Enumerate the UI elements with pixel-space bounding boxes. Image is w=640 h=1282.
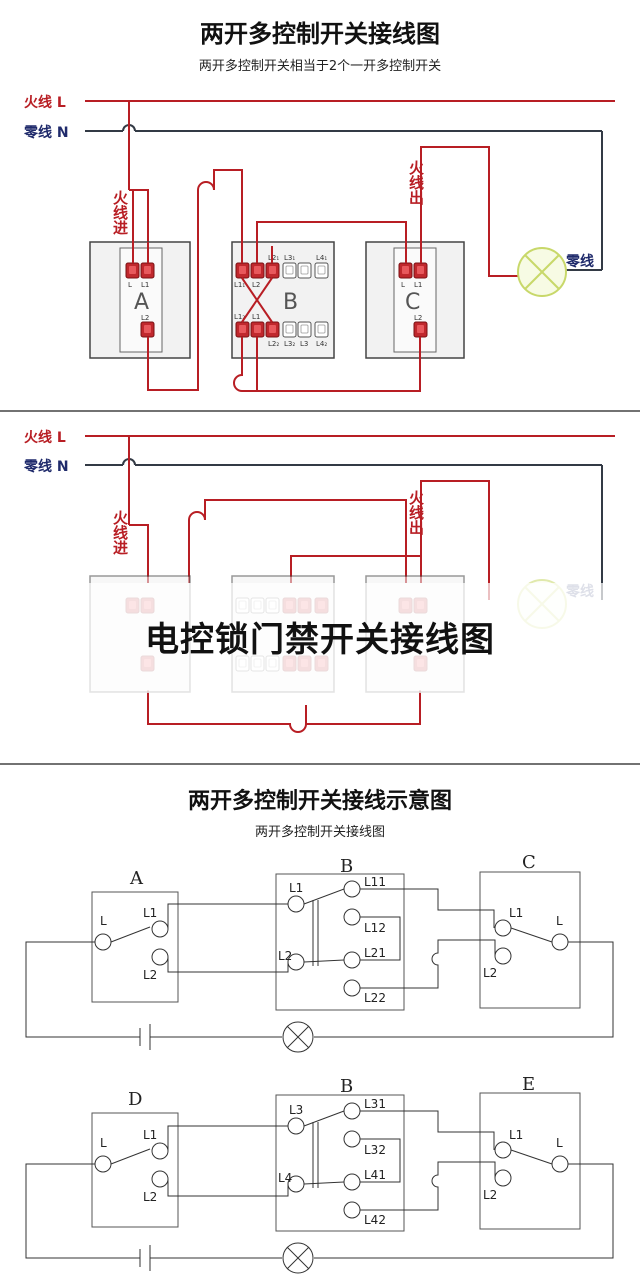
svg-text:L41: L41 <box>364 1168 386 1182</box>
switch-c: L L1 L2 C <box>365 241 465 359</box>
svg-text:L2: L2 <box>143 968 157 982</box>
lamp-icon <box>517 247 567 297</box>
svg-text:火线出: 火线出 <box>407 160 425 206</box>
panel1-subtitle: 两开多控制开关相当于2个一开多控制开关 <box>199 58 441 74</box>
svg-text:L11: L11 <box>364 875 386 889</box>
svg-text:L2₁: L2₁ <box>268 254 279 262</box>
svg-text:L22: L22 <box>364 991 386 1005</box>
panel-3: 两开多控制开关接线示意图 两开多控制开关接线图 A B C L L1 L2 L1… <box>25 788 614 1274</box>
panel-1: 两开多控制开关接线图 两开多控制开关相当于2个一开多控制开关 火线 L 零线 N… <box>0 20 640 412</box>
svg-text:L3₁: L3₁ <box>284 254 295 262</box>
panel1-title: 两开多控制开关接线图 <box>200 20 440 48</box>
panel2-traveler-wires <box>147 480 490 733</box>
svg-text:L21: L21 <box>364 946 386 960</box>
svg-text:D: D <box>128 1089 142 1110</box>
banner-title: 电控锁门禁开关接线图 <box>145 620 495 660</box>
svg-text:L: L <box>556 914 563 928</box>
svg-text:L2: L2 <box>414 314 422 322</box>
svg-text:L4₂: L4₂ <box>316 340 327 348</box>
lamp-neutral-label: 零线 <box>565 253 594 270</box>
live-in-label-2: 火线进 <box>111 510 129 555</box>
live-wire-label: 火线 L <box>24 429 66 446</box>
svg-text:L12: L12 <box>364 921 386 935</box>
panel3-subtitle: 两开多控制开关接线图 <box>255 824 385 840</box>
schematic-bottom: D B E L L1 L2 L3 L4 L31 L32 L41 L42 L1 L… <box>25 1074 614 1274</box>
svg-text:L3₂: L3₂ <box>284 340 295 348</box>
svg-text:L1₁: L1₁ <box>234 281 245 289</box>
svg-text:L1: L1 <box>252 313 260 321</box>
svg-text:L2: L2 <box>141 314 149 322</box>
svg-text:L4₁: L4₁ <box>316 254 327 262</box>
live-out-label: 火线出 <box>407 160 425 206</box>
title-banner <box>0 583 640 693</box>
svg-text:L3: L3 <box>289 1103 303 1117</box>
svg-text:L1: L1 <box>143 906 157 920</box>
panel1-traveler-wires <box>132 146 518 392</box>
svg-text:L2: L2 <box>483 1188 497 1202</box>
svg-text:L1: L1 <box>141 281 149 289</box>
switch-c-letter: C <box>405 290 420 315</box>
svg-text:L3: L3 <box>300 340 308 348</box>
svg-text:L1: L1 <box>509 906 523 920</box>
svg-text:L4: L4 <box>278 1171 292 1185</box>
switch-b: L2₁ L3₁ L4₁ L1₁ L2 L1₂ L1 L2₂ L3₂ L3 L4₂… <box>231 241 335 359</box>
switch-a: L L1 L2 A <box>89 241 191 359</box>
svg-text:L1: L1 <box>143 1128 157 1142</box>
neutral-wire-label: 零线 N <box>23 124 69 141</box>
svg-text:L2₂: L2₂ <box>268 340 279 348</box>
svg-text:L: L <box>128 281 132 289</box>
switch-a-letter: A <box>134 290 149 315</box>
svg-text:L32: L32 <box>364 1143 386 1157</box>
svg-text:L2: L2 <box>143 1190 157 1204</box>
svg-text:L2: L2 <box>252 281 260 289</box>
switch-b-letter: B <box>283 290 298 315</box>
lamp-icon-bottom <box>282 1242 314 1274</box>
svg-text:L1: L1 <box>414 281 422 289</box>
svg-text:火线进: 火线进 <box>111 510 129 555</box>
svg-text:L2: L2 <box>278 949 292 963</box>
svg-text:L: L <box>100 914 107 928</box>
panel3-title: 两开多控制开关接线示意图 <box>188 788 452 814</box>
live-out-label-2: 火线出 <box>407 490 425 536</box>
svg-text:L31: L31 <box>364 1097 386 1111</box>
svg-text:E: E <box>522 1074 535 1095</box>
svg-text:L: L <box>100 1136 107 1150</box>
svg-text:C: C <box>522 852 536 873</box>
svg-text:L2: L2 <box>483 966 497 980</box>
lamp-icon-top <box>282 1021 314 1053</box>
live-in-label: 火线进 <box>111 190 129 235</box>
svg-text:B: B <box>340 856 353 877</box>
svg-text:L42: L42 <box>364 1213 386 1227</box>
svg-text:L: L <box>556 1136 563 1150</box>
svg-text:L1: L1 <box>289 881 303 895</box>
schematic-top: A B C L L1 L2 L1 L2 L11 L12 L21 L22 L1 L… <box>25 852 614 1053</box>
svg-text:火线出: 火线出 <box>407 490 425 536</box>
svg-text:L: L <box>401 281 405 289</box>
svg-text:L1₂: L1₂ <box>234 313 245 321</box>
svg-text:火线进: 火线进 <box>111 190 129 235</box>
live-wire-label: 火线 L <box>24 94 66 111</box>
svg-text:B: B <box>340 1076 353 1097</box>
neutral-wire-label: 零线 N <box>23 458 69 475</box>
svg-text:L1: L1 <box>509 1128 523 1142</box>
svg-text:A: A <box>129 868 144 889</box>
